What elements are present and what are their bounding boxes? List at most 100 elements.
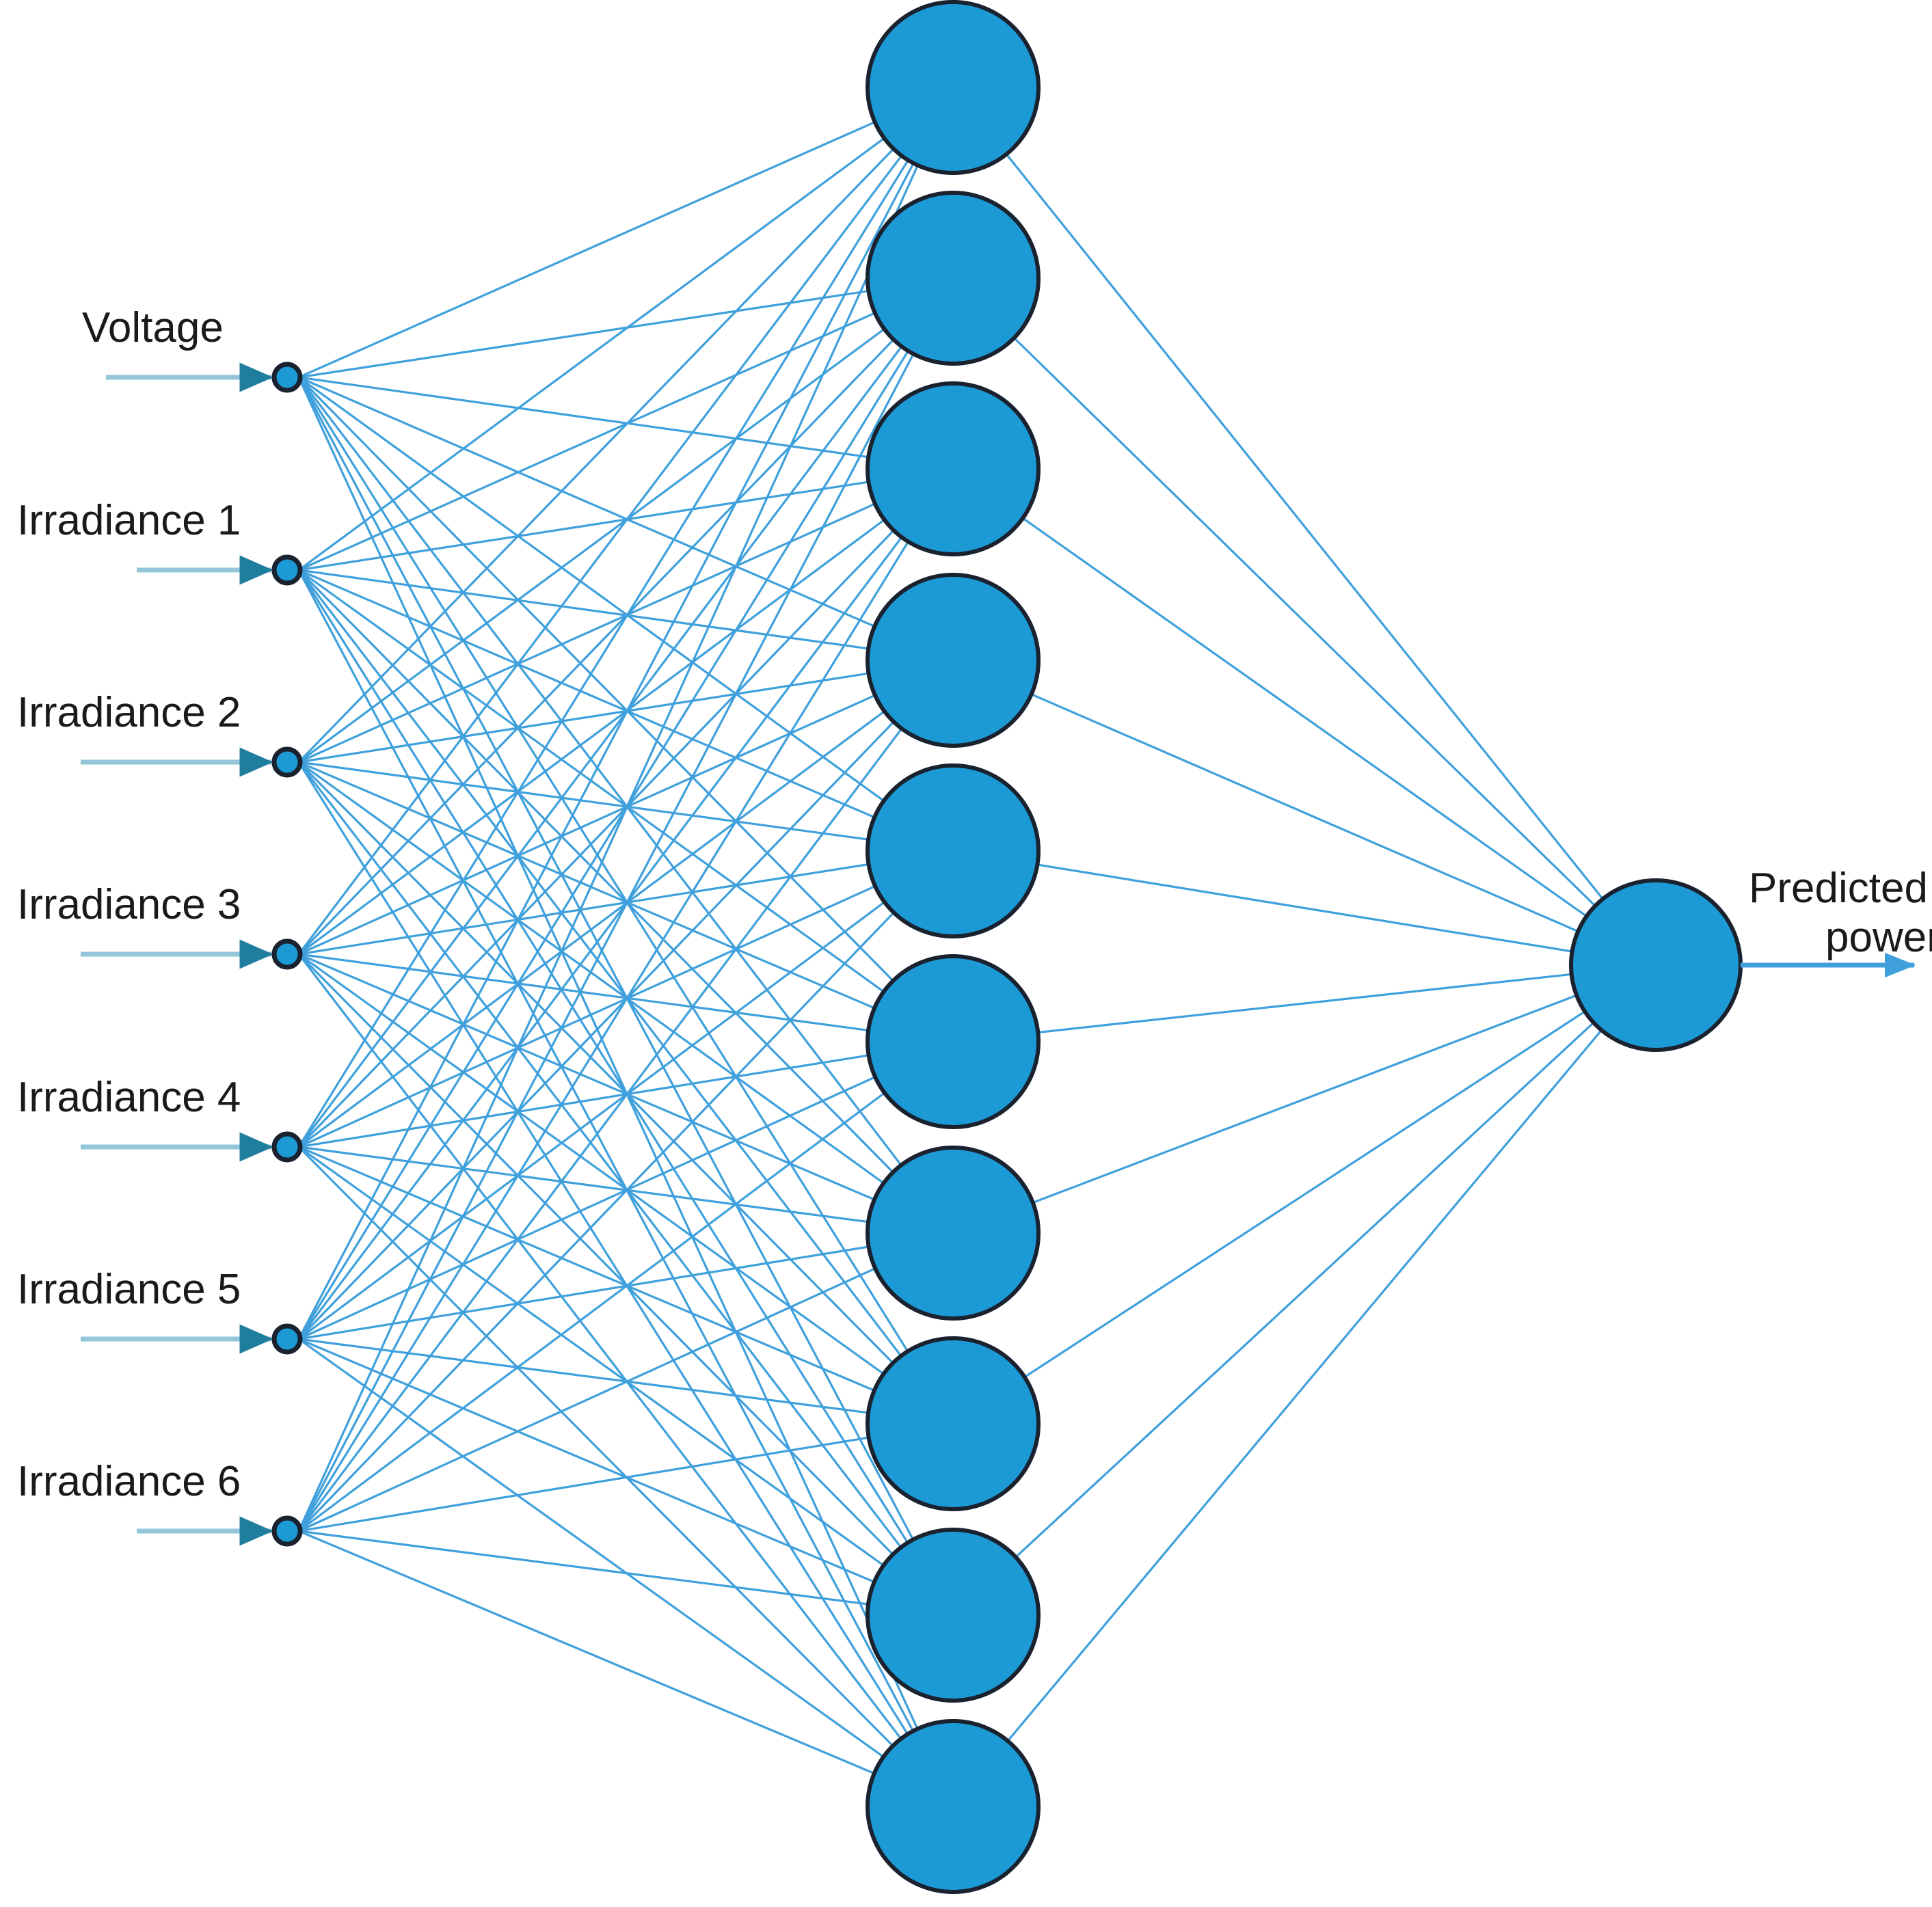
edge-input-0-hidden-0	[297, 121, 876, 379]
input-label-5: Irradiance 4	[17, 1074, 241, 1121]
input-node-3[interactable]	[271, 746, 303, 778]
edge-hidden-1-output	[1012, 336, 1596, 907]
edge-hidden-3-output	[1030, 693, 1579, 933]
edge-input-5-hidden-4	[297, 901, 886, 1340]
edge-hidden-0-output	[1005, 153, 1605, 900]
input-label-2: Irradiance 1	[17, 497, 241, 544]
edge-input-0-hidden-5	[297, 376, 894, 982]
edge-input-3-hidden-8	[297, 953, 894, 1556]
hidden-node-6[interactable]	[866, 954, 1041, 1129]
edge-input-2-hidden-4	[297, 761, 870, 841]
edge-input-1-hidden-0	[297, 137, 886, 571]
hidden-node-2[interactable]	[866, 191, 1041, 366]
edge-input-3-hidden-1	[297, 338, 895, 956]
edge-input-5-hidden-8	[297, 1338, 876, 1583]
edge-input-2-hidden-1	[297, 327, 886, 763]
edge-input-4-hidden-2	[297, 529, 895, 1148]
edge-input-4-hidden-1	[297, 345, 903, 1148]
edge-input-2-hidden-0	[297, 148, 895, 763]
edge-input-4-hidden-9	[297, 1146, 894, 1747]
input-label-3: Irradiance 2	[17, 689, 241, 736]
edges-input-to-hidden	[297, 121, 920, 1775]
edge-input-2-hidden-8	[297, 761, 902, 1549]
input-label-7: Irradiance 6	[17, 1458, 241, 1505]
edge-input-4-hidden-7	[297, 1146, 876, 1392]
edge-input-0-hidden-9	[297, 376, 919, 1730]
hidden-node-9[interactable]	[866, 1528, 1041, 1703]
edge-input-1-hidden-3	[297, 569, 870, 650]
edge-input-6-hidden-1	[297, 353, 915, 1532]
input-node-1[interactable]	[271, 362, 303, 393]
edge-input-6-hidden-6	[297, 1267, 876, 1532]
edge-hidden-6-output	[1032, 994, 1578, 1204]
edge-input-1-hidden-8	[297, 569, 909, 1544]
edge-input-5-hidden-9	[297, 1338, 885, 1758]
edge-input-0-hidden-4	[297, 376, 885, 802]
edge-input-3-hidden-6	[297, 953, 876, 1201]
edge-hidden-9-output	[1006, 1029, 1603, 1742]
edge-input-6-hidden-0	[297, 164, 920, 1532]
edge-input-1-hidden-9	[297, 569, 915, 1733]
edge-input-0-hidden-3	[297, 376, 876, 628]
edge-input-5-hidden-3	[297, 720, 895, 1340]
edge-input-3-hidden-5	[297, 953, 870, 1032]
edge-input-6-hidden-7	[297, 1436, 870, 1532]
edge-input-2-hidden-7	[297, 761, 894, 1364]
hidden-layer-nodes	[866, 0, 1041, 1894]
edge-input-0-hidden-7	[297, 376, 909, 1353]
edge-input-5-hidden-5	[297, 1076, 876, 1340]
edge-input-1-hidden-2	[297, 481, 870, 571]
edge-hidden-7-output	[1023, 1010, 1586, 1379]
edge-input-3-hidden-4	[297, 863, 870, 956]
hidden-node-5[interactable]	[866, 763, 1041, 938]
edge-input-2-hidden-2	[297, 502, 876, 763]
edge-input-3-hidden-3	[297, 694, 876, 956]
edge-input-4-hidden-4	[297, 884, 876, 1148]
edge-input-0-hidden-8	[297, 376, 915, 1541]
edge-input-6-hidden-2	[297, 540, 910, 1532]
hidden-node-1[interactable]	[866, 0, 1041, 175]
input-node-7[interactable]	[271, 1515, 303, 1547]
edge-input-1-hidden-7	[297, 569, 902, 1357]
edge-input-0-hidden-6	[297, 376, 902, 1167]
edge-input-5-hidden-0	[297, 162, 915, 1340]
edge-input-5-hidden-2	[297, 536, 903, 1340]
hidden-node-10[interactable]	[866, 1719, 1041, 1894]
edge-input-2-hidden-3	[297, 672, 870, 763]
input-node-4[interactable]	[271, 938, 303, 970]
edge-input-0-hidden-1	[297, 290, 870, 379]
edge-input-2-hidden-5	[297, 761, 876, 1010]
edge-input-4-hidden-0	[297, 159, 909, 1148]
hidden-node-3[interactable]	[866, 381, 1041, 556]
edge-input-3-hidden-7	[297, 953, 885, 1375]
edge-input-3-hidden-0	[297, 154, 903, 956]
edge-input-6-hidden-3	[297, 727, 903, 1532]
edge-hidden-5-output	[1036, 973, 1573, 1034]
edge-input-1-hidden-4	[297, 569, 876, 819]
edge-hidden-8-output	[1015, 1021, 1595, 1558]
output-label-line2: power	[1825, 914, 1932, 961]
hidden-node-7[interactable]	[866, 1146, 1041, 1321]
edge-input-1-hidden-1	[297, 312, 876, 571]
hidden-node-4[interactable]	[866, 573, 1041, 748]
output-label-line1: Predicted	[1749, 865, 1928, 912]
hidden-node-8[interactable]	[866, 1336, 1041, 1511]
input-node-2[interactable]	[271, 554, 303, 586]
output-node[interactable]	[1569, 878, 1743, 1052]
edge-input-4-hidden-5	[297, 1054, 870, 1148]
input-label-4: Irradiance 3	[17, 881, 241, 928]
input-node-6[interactable]	[271, 1323, 303, 1355]
edge-input-1-hidden-6	[297, 569, 894, 1174]
edge-input-6-hidden-5	[297, 1092, 886, 1532]
edge-input-4-hidden-3	[297, 709, 886, 1148]
input-node-5[interactable]	[271, 1131, 303, 1163]
edge-input-3-hidden-2	[297, 518, 886, 956]
input-layer-nodes	[271, 362, 303, 1547]
output-layer-nodes	[1569, 878, 1743, 1052]
edge-input-6-hidden-9	[297, 1530, 876, 1775]
edge-input-5-hidden-1	[297, 349, 910, 1340]
input-label-1: Voltage	[82, 304, 224, 351]
